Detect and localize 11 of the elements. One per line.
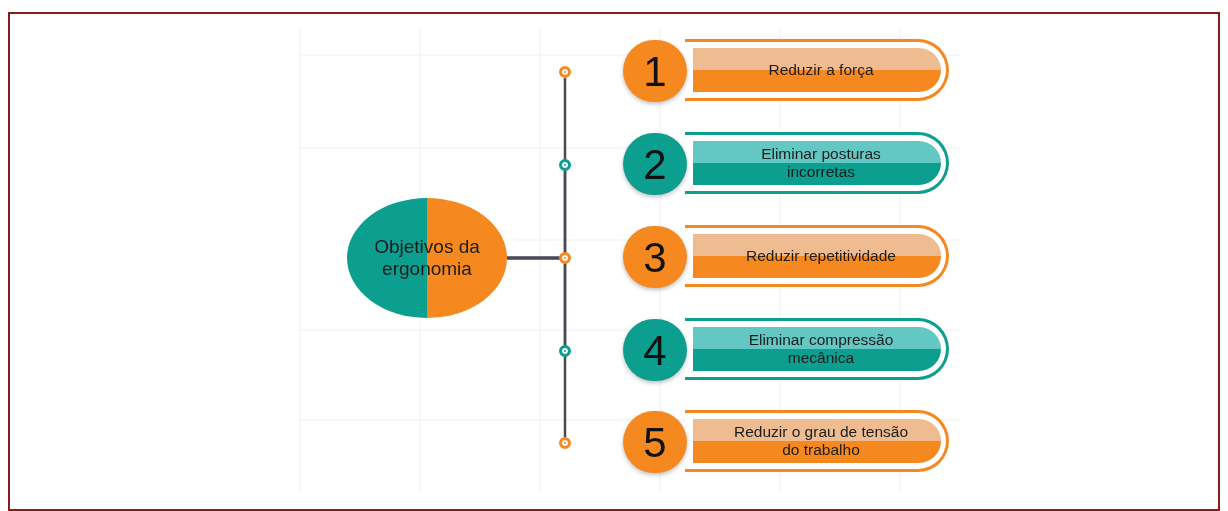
label-band: Eliminar compressão mecânica (693, 327, 941, 371)
step-number: 1 (623, 40, 687, 102)
label-band: Eliminar posturas incorretas (693, 141, 941, 185)
label-band: Reduzir o grau de tensão do trabalho (693, 419, 941, 463)
step-number: 4 (623, 319, 687, 381)
step-number: 5 (623, 411, 687, 473)
label-band: Reduzir repetitividade (693, 234, 941, 278)
connector-line (507, 256, 567, 437)
label-band: Reduzir a força (693, 48, 941, 92)
step-number: 2 (623, 133, 687, 195)
step-number: 3 (623, 226, 687, 288)
